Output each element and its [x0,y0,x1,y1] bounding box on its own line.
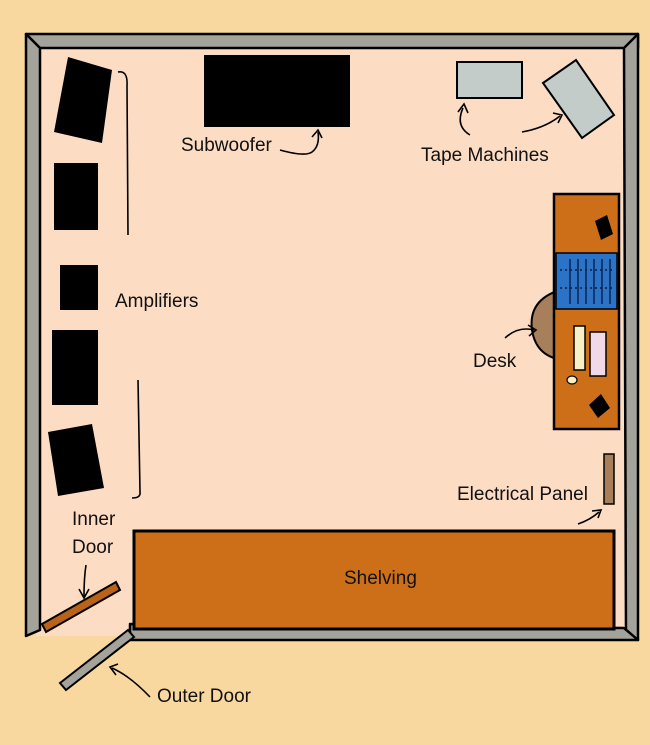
label-inner-door-line1: Inner [72,509,116,530]
label-tape-machines: Tape Machines [421,145,549,166]
desk-arrow [504,328,535,339]
amplifier-3 [60,265,98,310]
inner-door [40,580,122,634]
desk-speaker-top [595,215,613,240]
inner-door-arrow [83,564,87,597]
tape-arrow-2-head [552,112,564,124]
mouse [566,375,578,385]
amplifier-5 [48,424,104,496]
amplifier-2 [54,163,98,230]
label-inner-door-line2: Door [72,537,114,558]
amplifier-1 [54,57,112,143]
console-faders [560,259,614,304]
subwoofer-arrow [279,131,320,155]
desk-speaker-bottom [589,394,610,418]
outer-door [58,628,136,692]
label-outer-door: Outer Door [157,686,251,707]
electrical-arrow [577,511,600,525]
tape-machine-2 [541,58,616,140]
tape-arrow-1-head [457,102,469,114]
shelving-unit [132,529,616,631]
label-subwoofer: Subwoofer [181,135,272,156]
outer-door-arrow [111,667,151,698]
label-desk: Desk [473,351,517,372]
label-amplifiers: Amplifiers [115,291,199,312]
monitor-controller [589,331,607,377]
electrical-panel [603,453,615,505]
label-shelving: Shelving [344,568,417,589]
label-electrical-panel: Electrical Panel [457,484,588,505]
subwoofer-box [204,55,350,127]
inner-door-arrow-head [78,588,90,600]
left-wall [24,32,42,638]
keyboard [573,325,586,371]
amplifier-stack [48,57,112,496]
right-wall [622,32,640,642]
tape-arrow-1 [459,107,471,136]
top-wall [24,32,640,50]
electrical-arrow-head [591,509,603,519]
arrows [78,102,603,698]
subwoofer-arrowhead [311,128,323,139]
tape-machine-1 [456,61,523,99]
outer-door-arrow-head [108,663,119,676]
tape-arrow-2 [521,115,561,133]
amplifier-bracket-bottom [131,379,141,499]
amplifier-4 [52,330,98,405]
desk-arrow-head [527,324,538,337]
amplifier-bracket-top [117,70,129,236]
